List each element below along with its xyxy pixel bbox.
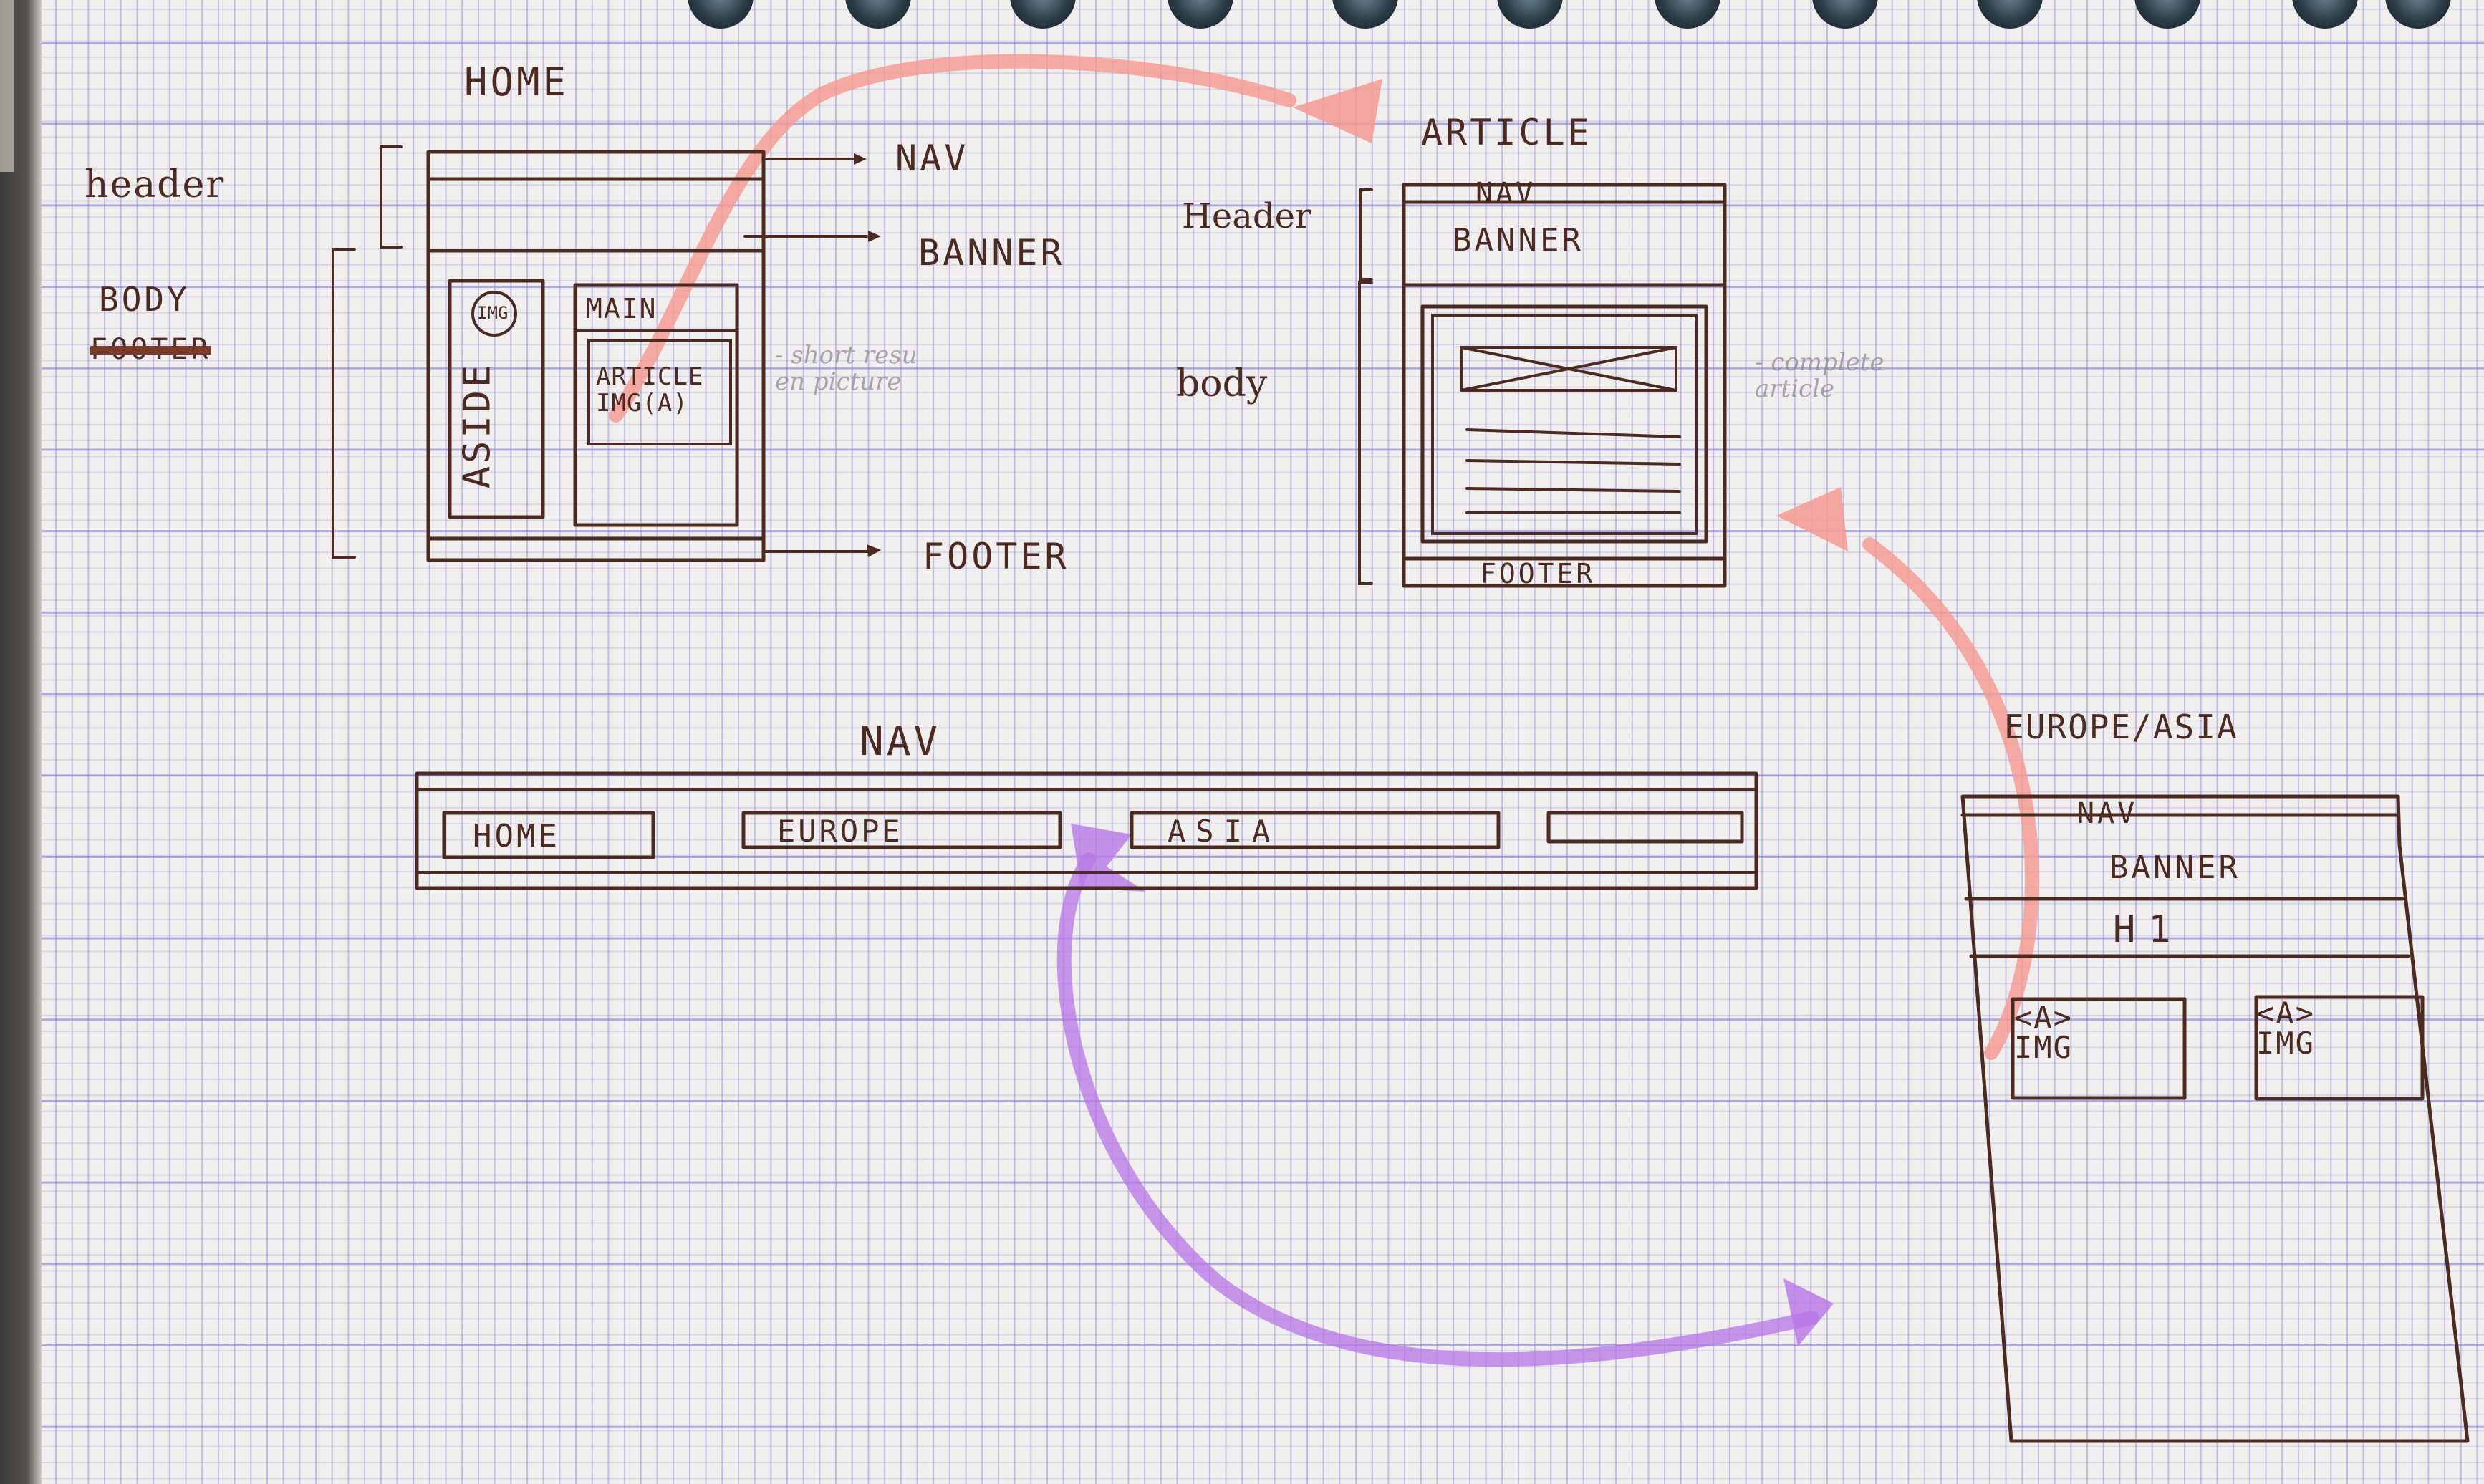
article-text-line bbox=[1465, 459, 1681, 466]
europe-asia-title: EUROPE/ASIA bbox=[2004, 708, 2238, 746]
article-text-line bbox=[1465, 428, 1681, 438]
spiral-binding bbox=[0, 0, 2484, 36]
home-note: - short resu en picture bbox=[775, 341, 918, 397]
header-label: header bbox=[85, 163, 226, 206]
article-content-inner bbox=[1431, 314, 1698, 535]
article-banner-label: BANNER bbox=[1453, 222, 1584, 259]
nav-home-box bbox=[442, 811, 655, 859]
europe-asia-to-article-arrow bbox=[1862, 537, 2039, 1060]
home-img-circle bbox=[471, 291, 517, 337]
home-title: HOME bbox=[464, 59, 569, 105]
home-article-box bbox=[587, 339, 732, 445]
article-image-placeholder bbox=[1460, 346, 1677, 392]
article-footer-label: FOOTER bbox=[1480, 558, 1596, 589]
europe-asia-img2-box bbox=[2254, 995, 2425, 1101]
nav-to-europe-asia-arrow bbox=[1056, 852, 1819, 1367]
europe-asia-banner-label: BANNER bbox=[2109, 849, 2240, 886]
notebook-page-edge bbox=[0, 0, 14, 172]
notebook-cover-edge bbox=[0, 0, 42, 1484]
europe-asia-nav-label: NAV bbox=[2077, 797, 2138, 830]
body-label: BODY bbox=[99, 280, 190, 319]
europe-asia-to-article-arrowhead bbox=[1776, 487, 1848, 551]
header-bracket bbox=[380, 145, 403, 249]
nav-europe-label[interactable]: EUROPE bbox=[777, 814, 903, 849]
article-body-bracket bbox=[1358, 281, 1373, 585]
home-to-article-arrowhead bbox=[1293, 79, 1382, 143]
home-to-article-arrow bbox=[609, 54, 1296, 423]
footer-pointer-head bbox=[867, 544, 881, 557]
home-frame bbox=[426, 150, 766, 562]
article-frame bbox=[1402, 183, 1727, 588]
nav-pointer-head bbox=[854, 153, 867, 165]
article-header-bracket bbox=[1359, 188, 1373, 281]
home-aside-label: ASIDE bbox=[456, 362, 499, 489]
article-content-box bbox=[1420, 304, 1708, 544]
banner-pointer-label: BANNER bbox=[918, 232, 1065, 274]
article-nav-label: NAV bbox=[1476, 177, 1536, 210]
article-note: - complete article bbox=[1755, 348, 1884, 404]
banner-pointer-head bbox=[868, 231, 881, 242]
europe-asia-h1-label: H1 bbox=[2113, 908, 2184, 951]
europe-asia-img1-label: <A> IMG bbox=[2014, 1000, 2073, 1065]
article-image-cross bbox=[1460, 346, 1677, 392]
footer-struck-label: FOOTER bbox=[90, 333, 211, 366]
article-header-label: Header bbox=[1182, 196, 1311, 236]
nav-pointer-label: NAV bbox=[895, 138, 969, 179]
home-main-box bbox=[573, 283, 739, 527]
nav-extra-box bbox=[1546, 811, 1744, 844]
nav-title: NAV bbox=[860, 718, 941, 765]
nav-asia-label[interactable]: ASIA bbox=[1168, 814, 1281, 849]
article-text-line bbox=[1465, 487, 1681, 493]
nav-bar-frame bbox=[415, 771, 1758, 890]
body-bracket bbox=[332, 248, 356, 559]
nav-to-europe-asia-arrowhead bbox=[1783, 1278, 1834, 1346]
home-main-label: MAIN bbox=[586, 293, 658, 324]
article-title: ARTICLE bbox=[1421, 112, 1592, 153]
europe-asia-frame bbox=[1960, 794, 2470, 1443]
footer-pointer-label: FOOTER bbox=[923, 536, 1069, 577]
nav-asia-box bbox=[1130, 811, 1501, 849]
nav-to-europe-asia-start-mark bbox=[1071, 824, 1146, 892]
nav-europe-box bbox=[741, 811, 1062, 849]
home-aside-box bbox=[448, 279, 545, 519]
home-img-label: IMG bbox=[477, 303, 509, 323]
home-article-label: ARTICLE IMG(A) bbox=[596, 362, 704, 418]
article-body-label: body bbox=[1176, 362, 1268, 405]
europe-asia-img1-box bbox=[2011, 997, 2187, 1100]
nav-home-label[interactable]: HOME bbox=[473, 818, 560, 854]
europe-asia-img2-label: <A> IMG bbox=[2256, 996, 2315, 1061]
